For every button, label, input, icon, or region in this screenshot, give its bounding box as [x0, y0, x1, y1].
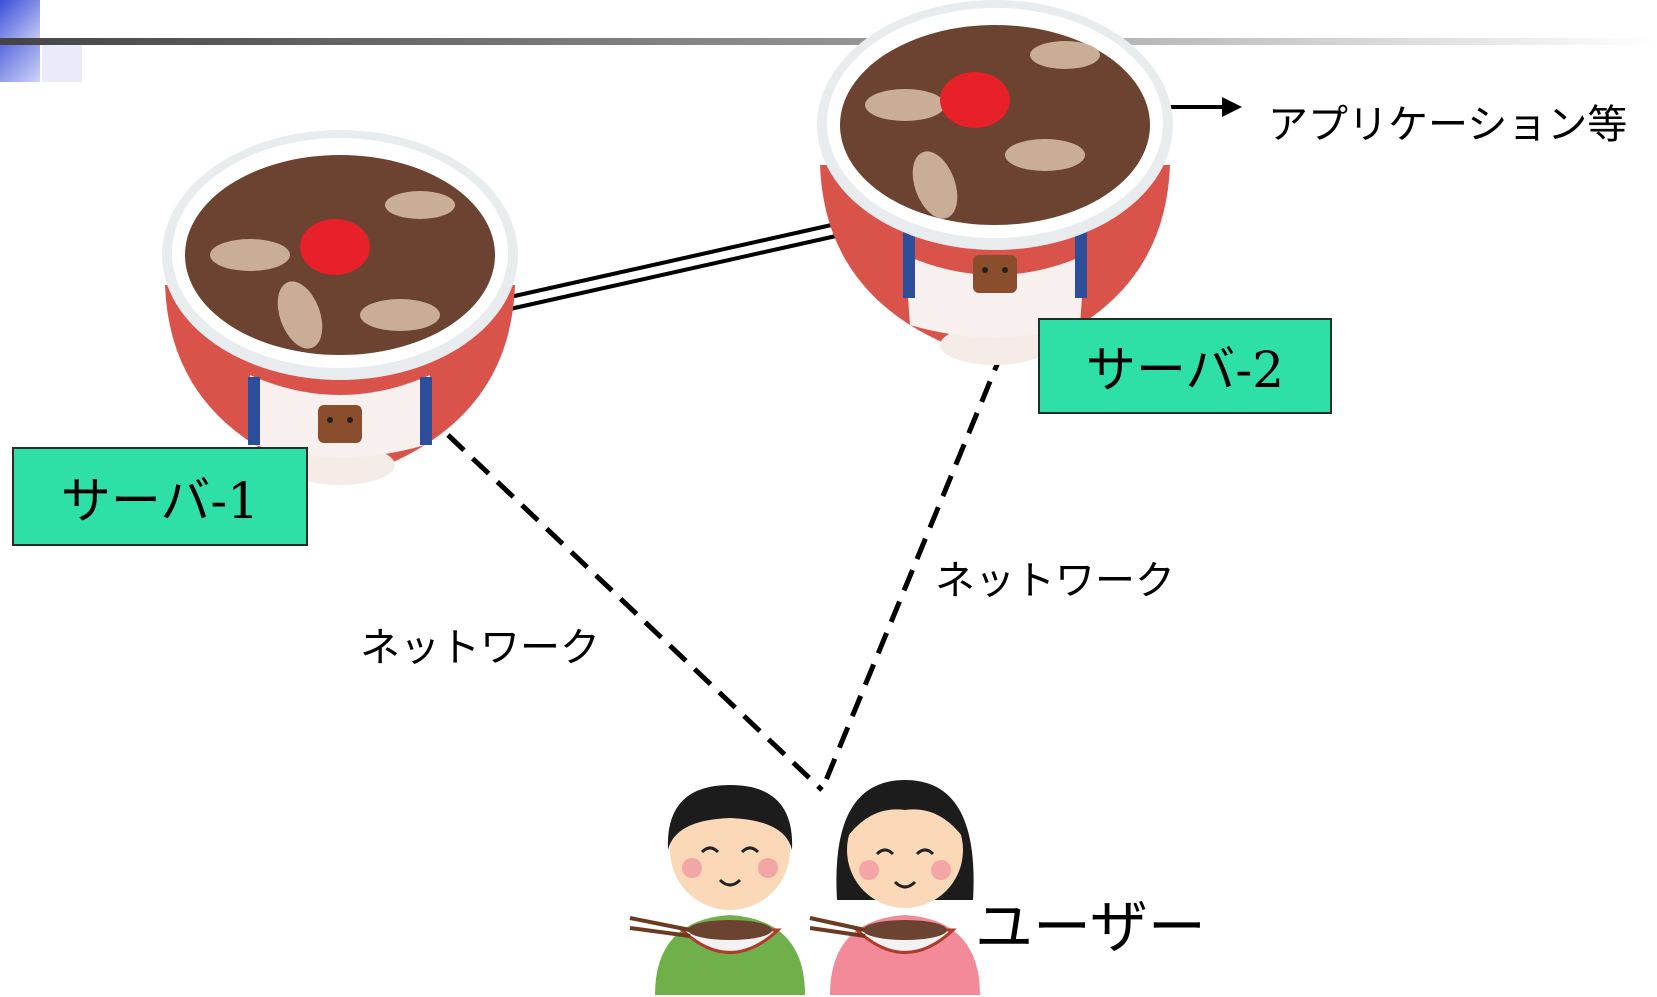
header-bar — [0, 0, 1657, 82]
server-1-label: サーバ-1 — [12, 447, 308, 546]
network-line-2 — [819, 349, 1006, 791]
header-square-2 — [0, 42, 40, 82]
header-square-1 — [0, 0, 40, 40]
gyudon-bowl-icon — [162, 130, 518, 485]
gyudon-bowl-icon — [817, 0, 1173, 365]
boy-eating-icon — [629, 785, 805, 995]
network-line-1 — [446, 433, 824, 792]
server-2-label: サーバ-2 — [1038, 318, 1332, 414]
header-rule — [0, 38, 1657, 45]
header-square-3 — [42, 42, 82, 82]
network-label-2: ネットワーク — [935, 558, 1175, 604]
server-link — [509, 220, 846, 311]
users-label: ユーザー — [975, 893, 1206, 961]
network-label-1: ネットワーク — [360, 625, 600, 671]
application-annotation: アプリケーション等 — [1268, 102, 1628, 148]
girl-eating-icon — [809, 780, 980, 995]
